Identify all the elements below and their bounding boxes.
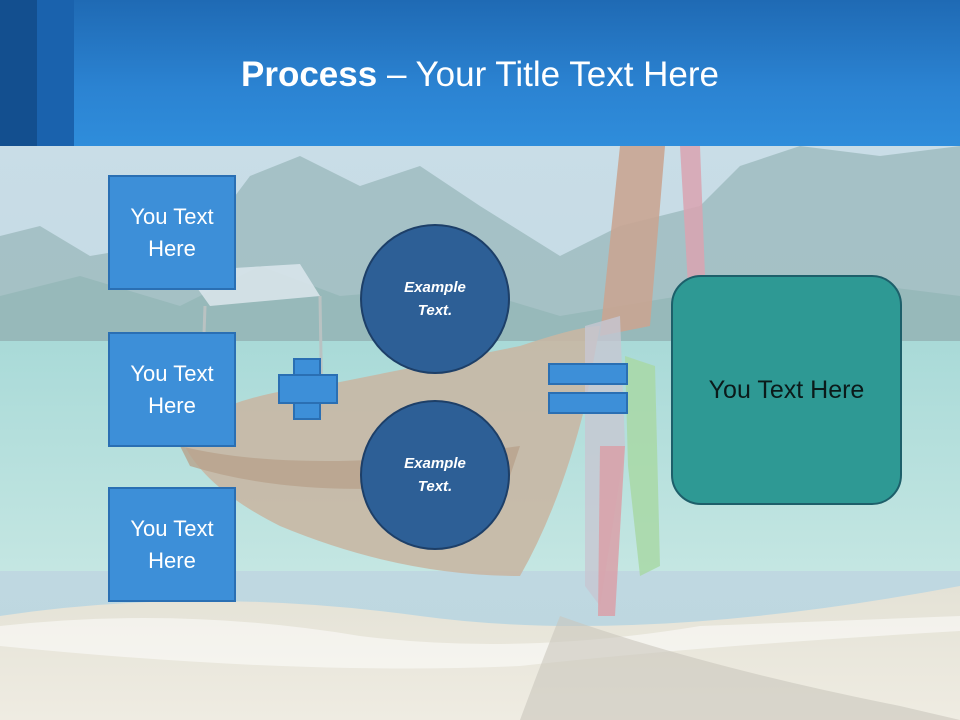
result-box[interactable]: You Text Here [671,275,902,505]
text-box-3[interactable]: You Text Here [108,487,236,602]
header-band: Process – Your Title Text Here [0,0,960,146]
example-circle-1[interactable]: Example Text. [360,224,510,374]
text-box-label: You Text Here [130,360,214,418]
text-box-label: You Text Here [130,203,214,261]
example-circle-2[interactable]: Example Text. [360,400,510,550]
title-bold: Process [241,55,378,94]
text-box-1[interactable]: You Text Here [108,175,236,290]
circle-label: Example Text. [404,455,466,495]
equals-icon[interactable] [548,392,628,414]
slide-title[interactable]: Process – Your Title Text Here [0,52,960,98]
title-rest: – Your Title Text Here [377,55,719,94]
equals-icon[interactable] [548,363,628,385]
plus-icon [295,376,319,402]
circle-label: Example Text. [404,279,466,319]
header-stripe [37,0,74,146]
result-label: You Text Here [708,375,865,404]
text-box-label: You Text Here [130,515,214,573]
header-stripe [0,0,37,146]
text-box-2[interactable]: You Text Here [108,332,236,447]
